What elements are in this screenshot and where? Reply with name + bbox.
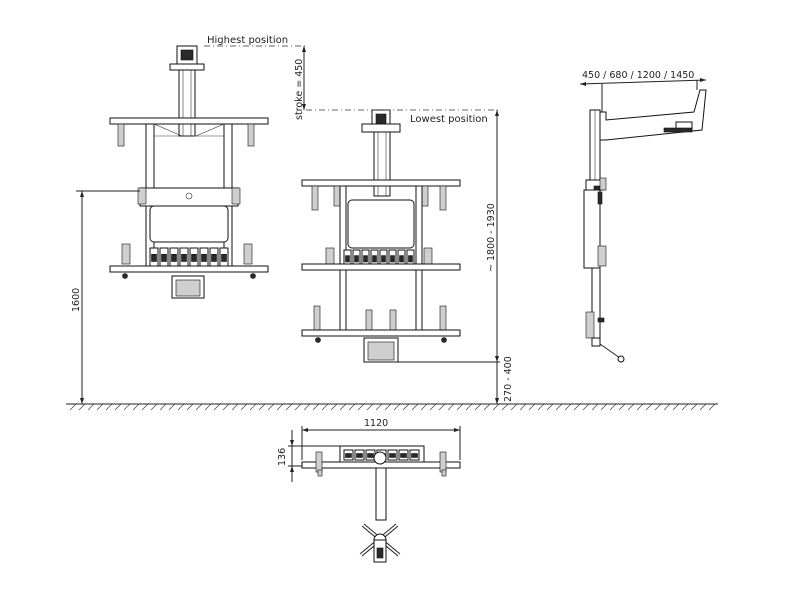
side-view: 450 / 680 / 1200 / 1450 <box>579 70 707 363</box>
highest-position-dimension: Highest position stroke = 450 <box>204 35 306 120</box>
range-1800-1930-dimension: ~ 1800 - 1930 <box>398 110 500 363</box>
height-1600-dimension: 1600 <box>71 190 140 404</box>
stroke-label: stroke = 450 <box>294 59 305 120</box>
highest-position-label: Highest position <box>207 35 288 46</box>
front-view-lowest: Lowest position <box>301 109 500 363</box>
range-270-400-label: 270 - 400 <box>503 356 514 402</box>
lowest-position-label: Lowest position <box>410 114 488 125</box>
front-view-highest <box>109 45 269 299</box>
range-270-400-dimension: 270 - 400 <box>495 356 514 404</box>
height-1600-label: 1600 <box>71 288 82 312</box>
depth-136-label: 136 <box>277 448 288 466</box>
width-1120-label: 1120 <box>364 418 388 429</box>
range-1800-1930-label: ~ 1800 - 1930 <box>486 203 497 272</box>
ground-line <box>66 403 718 411</box>
top-view: 1120 136 <box>277 418 461 563</box>
arm-lengths-label: 450 / 680 / 1200 / 1450 <box>582 70 694 81</box>
